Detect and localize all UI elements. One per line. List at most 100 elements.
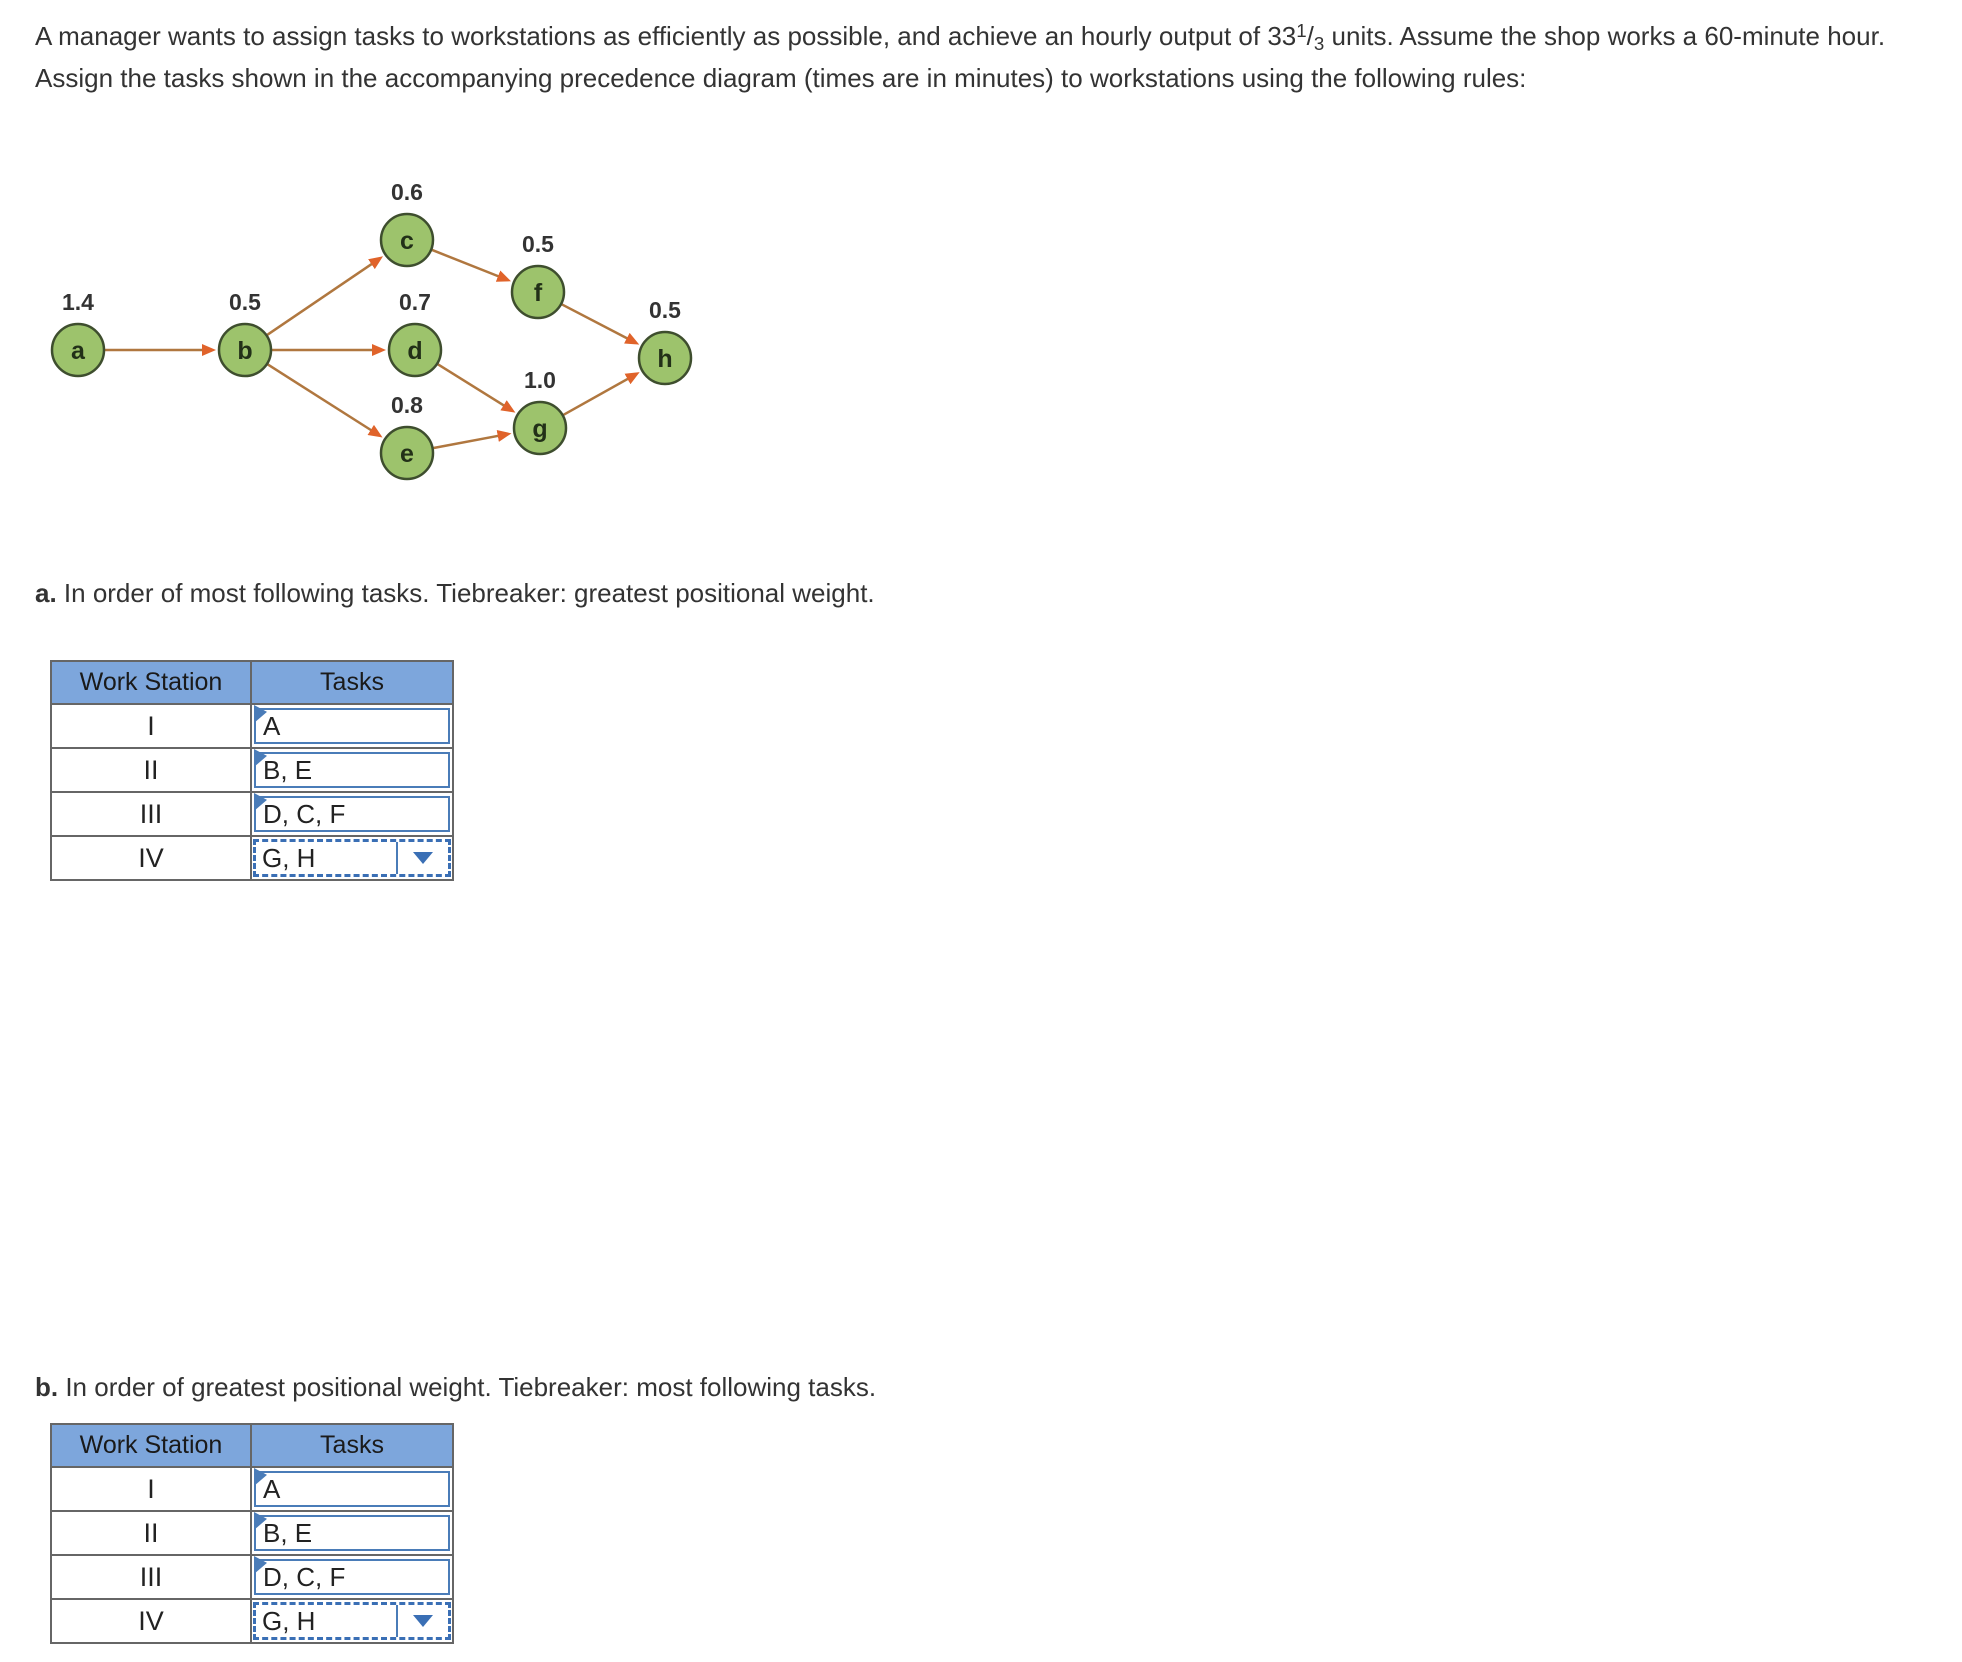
edge-f-h [561, 303, 640, 345]
node-circle-c [379, 212, 435, 268]
tasks-dropdown-IV[interactable]: G, H [253, 1602, 451, 1640]
tasks-value: B, E [263, 1517, 313, 1548]
task-node-h: h 0.5 [637, 297, 693, 386]
part-b-heading: b. In order of greatest positional weigh… [35, 1372, 876, 1403]
tasks-value: G, H [262, 1605, 316, 1636]
task-node-a: a1.4 [50, 289, 106, 378]
edge-e-g [433, 430, 512, 450]
part-a-label: a. [35, 578, 57, 608]
task-node-e: e 0.8 [379, 392, 435, 481]
table-row: IV G, H [50, 835, 454, 881]
node-circle-b [217, 322, 273, 378]
edge-d-g [437, 363, 516, 413]
table-row: III D, C, F [50, 791, 454, 837]
tasks-value: D, C, F [263, 1561, 346, 1592]
node-circle-g [512, 400, 568, 456]
node-label-d: d [407, 337, 422, 365]
tasks-cell-IV: G, H [250, 1598, 454, 1644]
column-header-workstation: Work Station [50, 660, 252, 705]
edge-g-h [562, 372, 640, 416]
tasks-value: A [263, 1473, 281, 1504]
column-header-workstation: Work Station [50, 1423, 252, 1468]
node-time-label-f: 0.5 [522, 231, 554, 257]
edge-b-e [267, 363, 383, 438]
node-circle-e [379, 425, 435, 481]
dropdown-arrow-button[interactable] [396, 1605, 448, 1637]
tasks-input-II[interactable]: B, E [254, 1512, 450, 1551]
tasks-dropdown-IV[interactable]: G, H [253, 839, 451, 877]
node-label-b: b [237, 337, 252, 365]
task-node-c: c 0.6 [379, 179, 435, 268]
tasks-input-I[interactable]: A [254, 705, 450, 744]
part-b-label: b. [35, 1372, 59, 1402]
table-b-header-row: Work Station Tasks [50, 1423, 454, 1468]
node-time-label-b: 0.5 [229, 289, 261, 315]
part-a-text: In order of most following tasks. Tiebre… [56, 578, 875, 608]
fraction-numerator: 1 [1296, 20, 1307, 41]
tasks-cell-I: A [250, 1466, 454, 1512]
node-time-label-e: 0.8 [391, 392, 423, 418]
node-time-label-g: 1.0 [524, 367, 556, 393]
part-a-heading: a. In order of most following tasks. Tie… [35, 578, 875, 609]
workstation-cell-III: III [50, 791, 252, 837]
node-label-a: a [71, 337, 86, 365]
task-node-d: d 0.7 [387, 289, 443, 378]
node-circle-d [387, 322, 443, 378]
tasks-cell-III: D, C, F [250, 1554, 454, 1600]
column-header-tasks: Tasks [250, 660, 454, 705]
node-circle-a [50, 322, 106, 378]
workstation-cell-II: II [50, 1510, 252, 1556]
node-time-label-h: 0.5 [649, 297, 681, 323]
workstation-cell-I: I [50, 1466, 252, 1512]
node-label-f: f [534, 279, 543, 307]
node-circle-h [637, 330, 693, 386]
tasks-value: A [263, 710, 281, 741]
question-text: A manager wants to assign tasks to works… [35, 14, 1895, 95]
question-text-before-fraction: A manager wants to assign tasks to works… [35, 21, 1297, 51]
table-a-header-row: Work Station Tasks [50, 660, 454, 705]
node-label-c: c [400, 227, 414, 255]
node-time-label-c: 0.6 [391, 179, 423, 205]
table-row: II B, E [50, 1510, 454, 1556]
task-node-b: b 0.5 [217, 289, 273, 378]
node-label-g: g [532, 415, 547, 443]
edge-b-c [266, 256, 384, 336]
tasks-input-I[interactable]: A [254, 1468, 450, 1507]
workstation-cell-IV: IV [50, 835, 252, 881]
precedence-diagram-svg: a1.4 b 0.5 c 0.6 d 0.7 e 0.8 f 0.5 g 1.0 h 0.5 [50, 179, 693, 481]
node-circle-f [510, 264, 566, 320]
tasks-value: D, C, F [263, 798, 346, 829]
tasks-input-II[interactable]: B, E [254, 749, 450, 788]
fraction-denominator: 3 [1313, 33, 1325, 54]
chevron-down-icon [413, 852, 433, 864]
node-label-h: h [657, 345, 672, 373]
question-text-after-fraction: units. Assume the shop works a 60-minute… [35, 21, 1886, 93]
workstation-cell-IV: IV [50, 1598, 252, 1644]
workstation-cell-I: I [50, 703, 252, 749]
tasks-value: B, E [263, 754, 313, 785]
task-node-g: g 1.0 [512, 367, 568, 456]
column-header-tasks: Tasks [250, 1423, 454, 1468]
chevron-down-icon [413, 1615, 433, 1627]
node-time-label-d: 0.7 [399, 289, 431, 315]
workstation-cell-III: III [50, 1554, 252, 1600]
tasks-cell-II: B, E [250, 1510, 454, 1556]
tasks-input-III[interactable]: D, C, F [254, 1556, 450, 1595]
tasks-cell-III: D, C, F [250, 791, 454, 837]
dropdown-arrow-button[interactable] [396, 842, 448, 874]
workstation-cell-II: II [50, 747, 252, 793]
fraction-slash: / [1306, 21, 1314, 51]
task-node-f: f 0.5 [510, 231, 566, 320]
node-label-e: e [400, 440, 414, 468]
table-row: IV G, H [50, 1598, 454, 1644]
tasks-cell-I: A [250, 703, 454, 749]
tasks-value: G, H [262, 842, 316, 873]
part-b-text: In order of greatest positional weight. … [58, 1372, 877, 1402]
table-row: III D, C, F [50, 1554, 454, 1600]
tasks-input-III[interactable]: D, C, F [254, 793, 450, 832]
